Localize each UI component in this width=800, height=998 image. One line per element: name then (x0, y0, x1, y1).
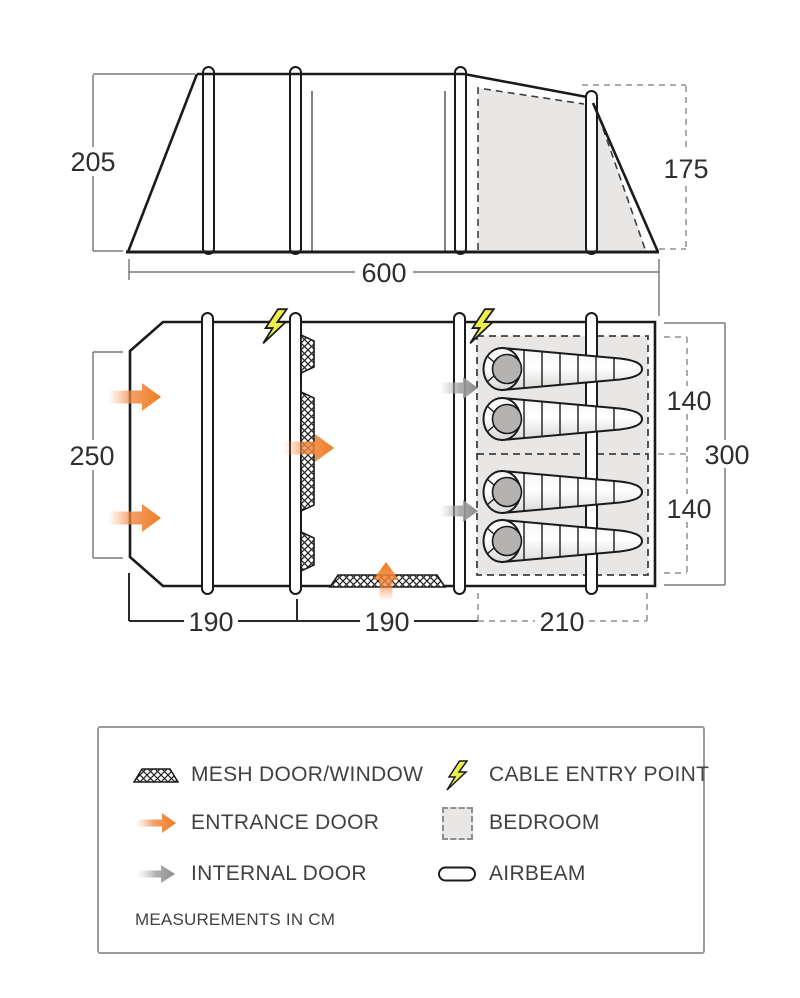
dim-section3-label: 210 (539, 607, 584, 637)
elevation-seam-lines (311, 91, 446, 251)
dim-175-lines (582, 84, 687, 250)
mesh-panels (300, 333, 447, 588)
legend-item-internal: INTERNAL DOOR (130, 856, 367, 892)
floorplan-bedroom-dashed-border (476, 335, 649, 576)
dim-length-label: 600 (361, 258, 406, 288)
legend-label-airbeam: AIRBEAM (489, 862, 586, 885)
dim-250-lines (92, 351, 123, 559)
legend-item-airbeam: AIRBEAM (434, 856, 586, 892)
legend-item-mesh: MESH DOOR/WINDOW (130, 757, 423, 793)
dim-front-width-label: 250 (69, 441, 114, 471)
legend-box: MESH DOOR/WINDOW CABLE ENTRY POINT ENTRA… (97, 726, 709, 954)
dim-bottom-solid-lines (128, 573, 478, 622)
dim-bottom-dashed-lines (477, 593, 648, 622)
dim-height-left-label: 205 (70, 147, 115, 177)
dim-section1-label: 190 (188, 607, 233, 637)
elevation-outline (126, 72, 660, 253)
legend-label-cable: CABLE ENTRY POINT (489, 763, 710, 786)
legend-label-entrance: ENTRANCE DOOR (191, 811, 380, 834)
legend-item-bedroom: BEDROOM (434, 805, 600, 841)
legend-item-cable: CABLE ENTRY POINT (434, 757, 709, 793)
floor-plan-view: 250 190 190 210 140 140 (69, 308, 750, 637)
legend-label-mesh: MESH DOOR/WINDOW (191, 763, 424, 786)
mesh-door-window-icon (133, 767, 179, 783)
internal-door-icon (137, 865, 175, 883)
side-elevation-view: 205 175 600 (70, 66, 709, 316)
tent-diagram-svg: 205 175 600 (69, 66, 750, 637)
legend-label-bedroom: BEDROOM (489, 811, 600, 834)
measurements-note: MEASUREMENTS IN CM (135, 910, 336, 929)
dim-600-lines (128, 259, 660, 316)
dim-height-right-label: 175 (663, 154, 708, 184)
elevation-bedroom-area (478, 88, 646, 250)
dim-bedroom-lower-label: 140 (666, 494, 711, 524)
internal-door-arrows (440, 377, 478, 522)
entrance-door-arrows (108, 383, 399, 601)
dim-140-lines (658, 336, 688, 574)
bedroom-swatch-icon (441, 806, 473, 840)
elevation-bedroom-dashed-border (477, 87, 646, 250)
cable-entry-point-icon (446, 759, 468, 791)
dim-total-width-label: 300 (704, 440, 749, 470)
dim-205-lines (92, 73, 195, 252)
legend-label-internal: INTERNAL DOOR (191, 862, 367, 885)
legend-item-entrance: ENTRANCE DOOR (130, 805, 379, 841)
dim-section2-label: 190 (364, 607, 409, 637)
dim-bedroom-upper-label: 140 (666, 386, 711, 416)
airbeam-icon (438, 866, 476, 882)
entrance-door-icon (136, 813, 176, 833)
elevation-airbeam-poles (202, 66, 598, 255)
floorplan-outline (128, 320, 657, 588)
dim-300-lines (664, 322, 726, 586)
